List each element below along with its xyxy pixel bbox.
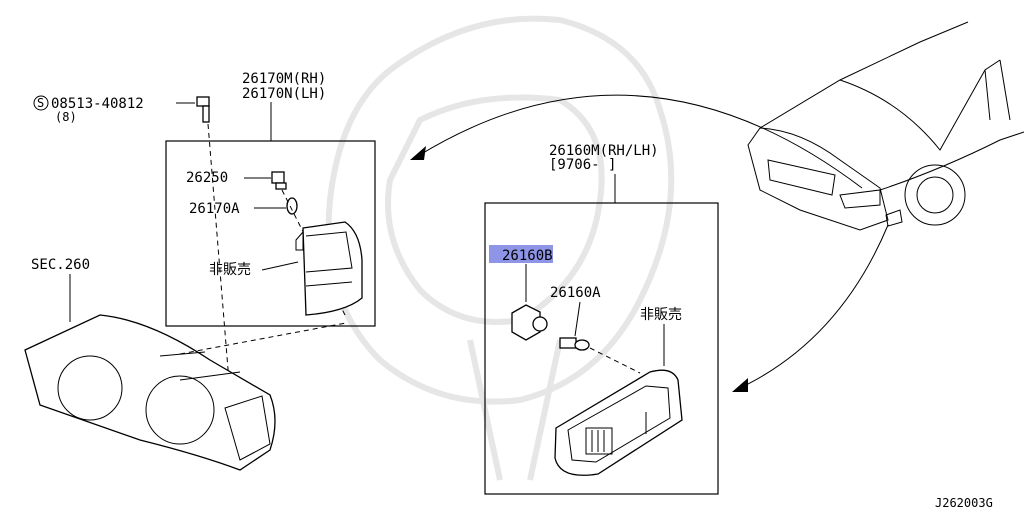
side-not-sold-label: 非販売 (640, 307, 682, 323)
corner-lamp-part[interactable] (295, 221, 363, 316)
corner-not-sold-label: 非販売 (209, 262, 251, 278)
car-front-view (747, 21, 1024, 231)
corner-lamp-lh-label[interactable]: 26170N(LH) (242, 86, 326, 102)
circled-s-icon (33, 95, 49, 111)
screw-part-number[interactable]: 08513-40812 (51, 96, 144, 112)
section-ref-label[interactable]: SEC.260 (31, 257, 90, 273)
corner-bulb-label[interactable]: 26170A (189, 201, 240, 217)
headlamp-housing-part[interactable] (24, 314, 276, 471)
side-bulb-label[interactable]: 26160A (550, 285, 601, 301)
corner-lamp-group: S 08513-40812 (8) 26170M(RH) 26170N(LH) … (24, 71, 376, 471)
side-bulb-part[interactable] (559, 337, 590, 351)
arrow-head-icon (410, 146, 426, 160)
corner-bulb-part[interactable] (286, 197, 298, 215)
side-socket-label[interactable]: 26160B (502, 248, 553, 264)
side-marker-lamp-part[interactable] (554, 369, 683, 476)
svg-text:S: S (37, 96, 44, 110)
screw-quantity: (8) (55, 110, 77, 124)
screw-callout: S 08513-40812 (8) (33, 95, 195, 124)
pointer-arrows (410, 94, 889, 392)
corner-lamp-box (165, 140, 376, 327)
diagram-id: J262003G (935, 496, 993, 510)
side-lamp-assembly-label[interactable]: 26160M(RH/LH) (549, 143, 659, 159)
side-marker-location (885, 209, 903, 227)
side-socket-highlight (489, 245, 553, 263)
corner-socket-part[interactable] (271, 171, 287, 190)
arrow-head-icon (732, 378, 748, 392)
side-lamp-date-label: [9706- ] (549, 157, 616, 173)
screw-part[interactable] (196, 96, 210, 123)
side-lamp-box (484, 202, 719, 495)
corner-lamp-rh-label[interactable]: 26170M(RH) (242, 71, 326, 87)
side-socket-part[interactable] (511, 304, 548, 341)
side-lamp-group: 26160M(RH/LH) [9706- ] 26160B 26160A 非販売 (484, 143, 719, 495)
corner-socket-label[interactable]: 26250 (186, 170, 228, 186)
